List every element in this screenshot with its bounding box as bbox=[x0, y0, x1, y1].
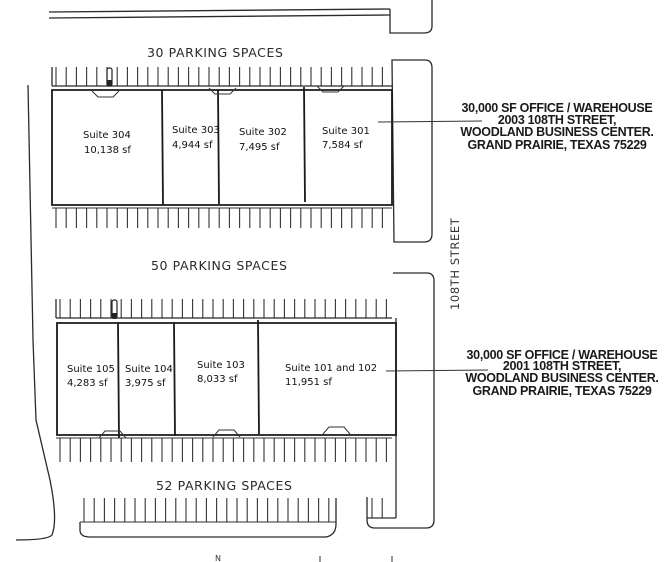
stall-row-south-top bbox=[56, 299, 392, 319]
landscape-island-north bbox=[391, 59, 433, 243]
stall-row-south-bottom bbox=[56, 437, 392, 462]
suite-302-area: 7,495 sf bbox=[239, 142, 280, 153]
south-callout-line1: 30,000 SF OFFICE / WAREHOUSE bbox=[467, 348, 658, 362]
north-callout-line2: 2003 108TH STREET, bbox=[498, 113, 616, 127]
bottom-lot-label: 52 PARKING SPACES bbox=[156, 478, 293, 493]
suite-304-area: 10,138 sf bbox=[84, 145, 131, 156]
suite-303-area: 4,944 sf bbox=[172, 140, 213, 151]
suite-304-name: Suite 304 bbox=[83, 130, 131, 141]
suite-301-area: 7,584 sf bbox=[322, 140, 363, 151]
suite-303-name: Suite 303 bbox=[172, 125, 220, 136]
suite-104-area: 3,975 sf bbox=[125, 378, 166, 389]
north-callout-line4: GRAND PRAIRIE, TEXAS 75229 bbox=[467, 138, 646, 152]
south-lot-curb bbox=[79, 498, 337, 538]
suite-103-area: 8,033 sf bbox=[197, 374, 238, 385]
middle-lot-label: 50 PARKING SPACES bbox=[151, 258, 288, 273]
west-boundary bbox=[15, 84, 56, 541]
suite-105-area: 4,283 sf bbox=[67, 378, 108, 389]
suite-101-102-area: 11,951 sf bbox=[285, 377, 332, 388]
north-road-edge bbox=[48, 0, 433, 34]
suite-302-name: Suite 302 bbox=[239, 127, 287, 138]
suite-103-name: Suite 103 bbox=[197, 360, 245, 371]
stall-row-bottom-right bbox=[368, 498, 392, 519]
north-building-callout: 30,000 SF OFFICE / WAREHOUSE 2003 108TH … bbox=[460, 101, 654, 152]
suite-301-name: Suite 301 bbox=[322, 126, 370, 137]
stall-row-bottom-lot bbox=[80, 498, 336, 523]
north-mark: N bbox=[215, 554, 221, 562]
north-callout-line1: 30,000 SF OFFICE / WAREHOUSE bbox=[462, 101, 653, 115]
stall-row-north-top bbox=[52, 67, 392, 87]
north-building bbox=[51, 67, 393, 206]
north-callout-line3: WOODLAND BUSINESS CENTER. bbox=[460, 125, 653, 139]
stall-row-north-bottom bbox=[52, 207, 392, 228]
suite-105-name: Suite 105 bbox=[67, 364, 115, 375]
landscape-island-south bbox=[366, 272, 435, 529]
suite-101-102-name: Suite 101 and 102 bbox=[285, 363, 377, 374]
south-building bbox=[55, 299, 397, 439]
suite-104-name: Suite 104 bbox=[125, 364, 173, 375]
street-label: 108TH STREET bbox=[448, 217, 462, 310]
south-callout-line2: 2001 108TH STREET, bbox=[503, 359, 621, 373]
south-callout-leader bbox=[385, 369, 489, 372]
south-callout-line4: GRAND PRAIRIE, TEXAS 75229 bbox=[472, 384, 651, 398]
south-callout-line3: WOODLAND BUSINESS CENTER. bbox=[465, 371, 658, 385]
south-building-callout: 30,000 SF OFFICE / WAREHOUSE 2001 108TH … bbox=[465, 348, 659, 398]
top-lot-label: 30 PARKING SPACES bbox=[147, 45, 284, 60]
north-callout-leader bbox=[377, 120, 483, 123]
